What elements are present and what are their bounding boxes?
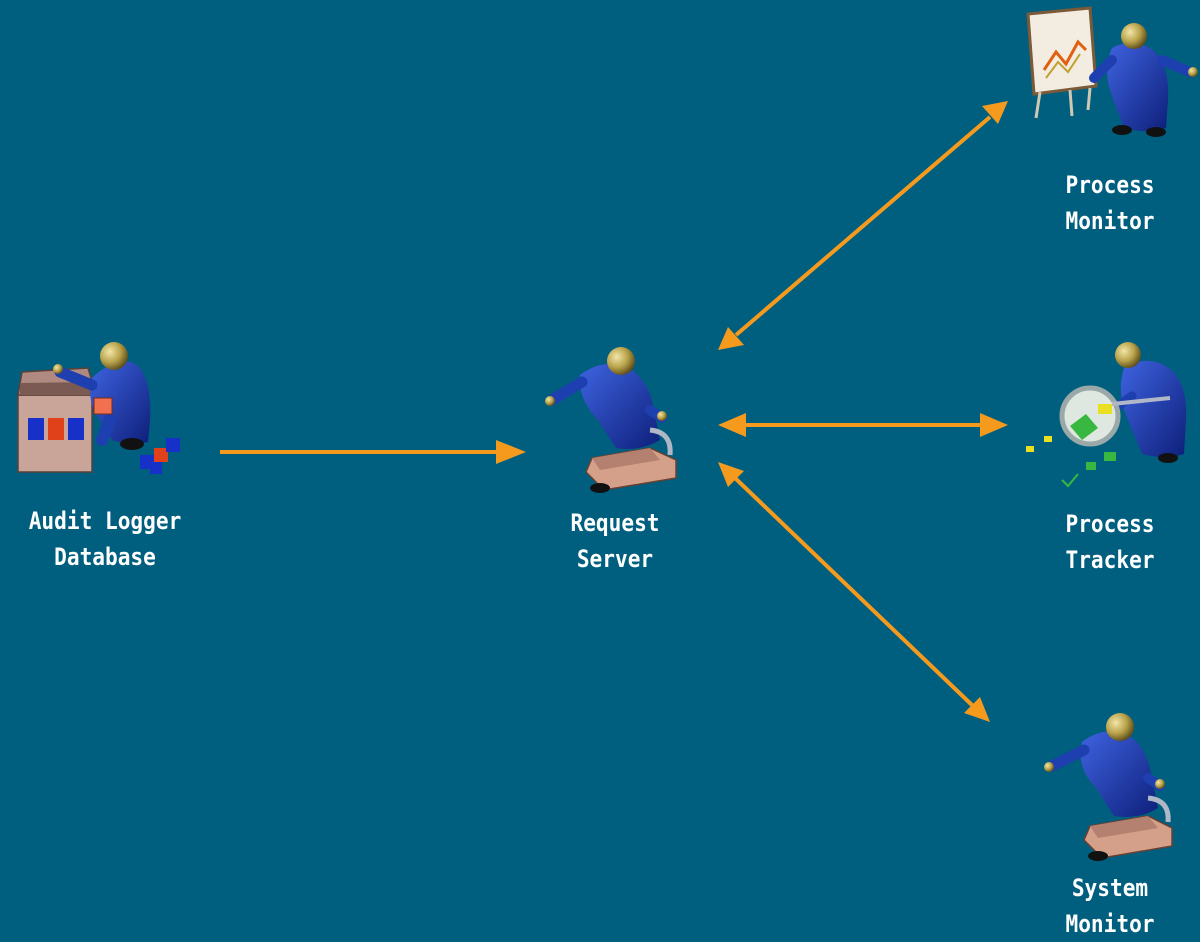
arrow-shaft: [734, 115, 992, 337]
process-tracker-label: Process Tracker: [1048, 506, 1171, 578]
worker-with-magnifier-icon-request: [545, 347, 677, 493]
arrowhead-to-request-server: [718, 327, 744, 350]
arrowhead-right: [496, 440, 526, 464]
process-tracker-label-line2: Tracker: [1065, 546, 1155, 574]
arrow-request-process-tracker: [718, 413, 1008, 437]
arrow-audit-to-request: [220, 440, 526, 464]
arrowhead-to-process-tracker: [980, 413, 1008, 437]
process-monitor-label: Process Monitor: [1048, 167, 1171, 239]
request-server-label-line1: Request: [570, 509, 660, 537]
arrow-request-system-monitor: [718, 462, 990, 722]
process-monitor-label-line1: Process: [1065, 171, 1155, 199]
arrowhead-to-system-monitor: [964, 697, 990, 722]
arrow-shaft: [733, 476, 975, 708]
audit-logger-label-line1: Audit Logger: [28, 507, 182, 535]
arrowhead-to-request-server: [718, 413, 746, 437]
audit-logger-label-line2: Database: [54, 543, 156, 571]
process-monitor-label-line2: Monitor: [1065, 207, 1155, 235]
worker-with-magnifier-tracking-icon: [1026, 342, 1187, 488]
audit-logger-label: Audit Logger Database: [21, 503, 188, 575]
request-server-label-line2: Server: [576, 545, 654, 573]
worker-with-box-icon: [17, 342, 180, 474]
arrow-request-process-monitor: [718, 101, 1008, 350]
worker-with-magnifier-icon-system: [1044, 713, 1173, 861]
system-monitor-label-line1: System: [1071, 874, 1149, 902]
process-tracker-label-line1: Process: [1065, 510, 1155, 538]
worker-with-chart-icon: [1026, 6, 1198, 137]
system-monitor-label: System Monitor: [1048, 870, 1171, 942]
system-monitor-label-line2: Monitor: [1065, 910, 1155, 938]
arrowhead-to-request-server: [718, 462, 744, 487]
arrowhead-to-process-monitor: [982, 101, 1008, 124]
request-server-label: Request Server: [553, 505, 676, 577]
